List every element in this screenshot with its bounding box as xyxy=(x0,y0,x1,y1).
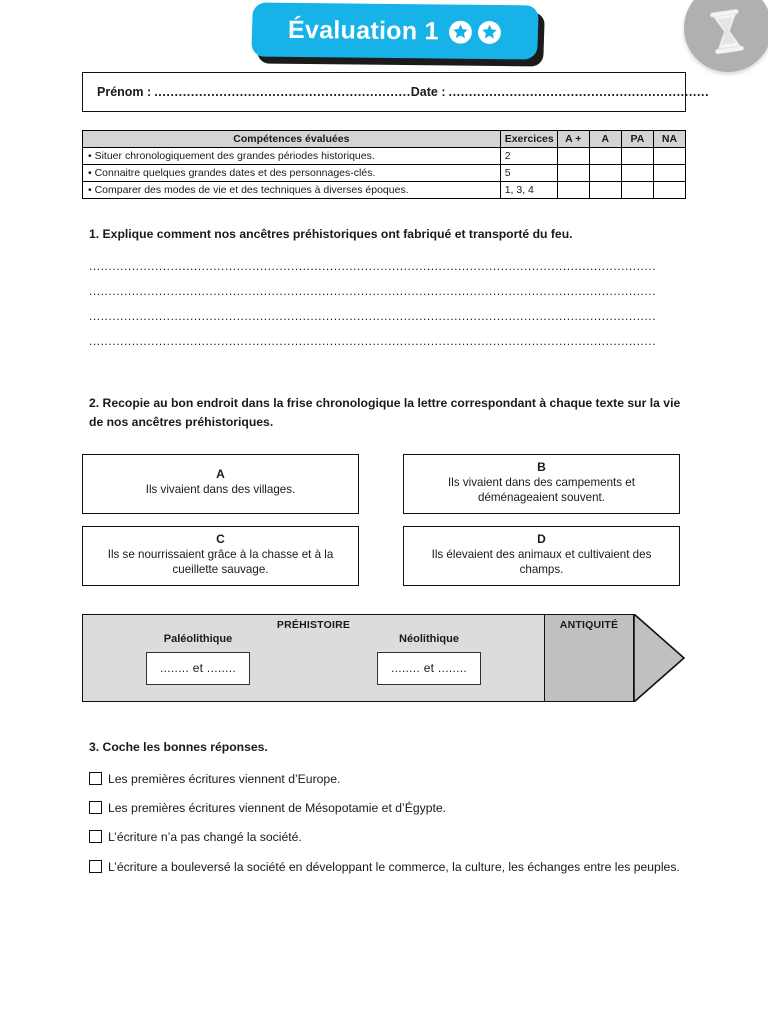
column-header-exercices: Exercices xyxy=(499,130,558,148)
answer-line[interactable]: ........................................… xyxy=(89,308,657,323)
question-3-prompt: 3. Coche les bonnes réponses. xyxy=(89,739,268,754)
exercices-value: 1, 3, 4 xyxy=(499,181,558,199)
checkbox-option[interactable]: L’écriture a bouleversé la société en dé… xyxy=(89,859,686,876)
star-in-circle-icon xyxy=(448,20,472,44)
exercices-value: 5 xyxy=(499,164,558,182)
question-2-prompt: 2. Recopie au bon endroit dans la frise … xyxy=(89,395,681,429)
timeline-arrow-head xyxy=(634,613,686,702)
column-header-a-plus: A + xyxy=(556,130,590,148)
table-row: • Situer chronologiquement des grandes p… xyxy=(82,147,687,165)
question-1-prompt: 1. Explique comment nos ancêtres préhist… xyxy=(89,227,573,241)
column-header-a: A xyxy=(588,130,622,148)
date-input-line[interactable]: ........................................… xyxy=(448,85,710,99)
date-field[interactable]: Date : .................................… xyxy=(411,85,709,99)
checkbox-icon[interactable] xyxy=(89,800,102,814)
mark-cell-a[interactable] xyxy=(588,181,622,199)
exercices-value: 2 xyxy=(499,147,558,165)
statement-box-c[interactable]: C Ils se nourrissaient grâce à la chasse… xyxy=(82,525,359,586)
hourglass-icon xyxy=(710,9,744,55)
timeline-era-label-antiquite: ANTIQUITÉ xyxy=(559,618,619,631)
table-row: • Connaitre quelques grandes dates et de… xyxy=(82,164,687,182)
date-label: Date : xyxy=(410,85,446,99)
mark-cell-pa[interactable] xyxy=(620,181,654,199)
answer-line[interactable]: ........................................… xyxy=(89,333,657,348)
timeline-segment-prehistoire: PRÉHISTOIRE Paléolithique ........ et ..… xyxy=(82,613,545,702)
identity-box: Prénom : ...............................… xyxy=(82,72,709,112)
answer-line[interactable]: ........................................… xyxy=(89,283,657,298)
mark-cell-a-plus[interactable] xyxy=(556,164,590,182)
timeline-period-label: Néolithique xyxy=(399,632,459,645)
statement-letter: D xyxy=(537,531,546,546)
checkbox-icon[interactable] xyxy=(89,830,102,844)
worksheet-body: Prénom : ...............................… xyxy=(0,72,768,888)
mark-cell-a-plus[interactable] xyxy=(556,181,590,199)
table-header-row: Compétences évaluées Exercices A + A PA … xyxy=(82,130,687,148)
timeline-period-neolithique: Néolithique ........ et ........ xyxy=(354,633,504,685)
statement-letter: A xyxy=(216,467,225,482)
timeline-period-label: Paléolithique xyxy=(163,632,233,645)
mark-cell-a-plus[interactable] xyxy=(556,147,590,165)
prenom-field[interactable]: Prénom : ...............................… xyxy=(97,85,411,99)
skill-text: • Comparer des modes de vie et des techn… xyxy=(82,181,501,199)
mark-cell-a[interactable] xyxy=(588,164,622,182)
checkbox-icon[interactable] xyxy=(89,859,102,873)
star-in-circle-icon xyxy=(477,20,501,44)
prenom-label: Prénom : xyxy=(97,85,152,99)
checkbox-label: L’écriture a bouleversé la société en dé… xyxy=(108,859,680,874)
checkbox-icon[interactable] xyxy=(89,771,102,785)
statement-box-b[interactable]: B Ils vivaient dans des campements et dé… xyxy=(403,453,680,514)
mark-cell-pa[interactable] xyxy=(620,147,654,165)
statement-box-a[interactable]: A Ils vivaient dans des villages. xyxy=(82,453,359,514)
column-header-competences: Compétences évaluées xyxy=(82,130,501,148)
answer-line[interactable]: ........................................… xyxy=(89,258,657,273)
arrow-right-icon xyxy=(634,613,686,702)
skills-table: Compétences évaluées Exercices A + A PA … xyxy=(82,130,687,199)
timeline-era-label-prehistoire: PRÉHISTOIRE xyxy=(276,618,351,631)
statement-letter: B xyxy=(537,459,546,474)
timeline-answer-slot[interactable]: ........ et ........ xyxy=(146,651,250,685)
mark-cell-na[interactable] xyxy=(652,164,687,182)
statement-letter: C xyxy=(216,531,225,546)
mark-cell-na[interactable] xyxy=(652,181,687,199)
title-banner: Évaluation 1 xyxy=(251,2,545,67)
column-header-na: NA xyxy=(652,130,687,148)
star-rating xyxy=(448,19,502,45)
column-header-pa: PA xyxy=(620,130,654,148)
page-header: Évaluation 1 xyxy=(0,0,768,72)
statement-text: Ils élevaient des animaux et cultivaient… xyxy=(431,548,652,576)
skill-text: • Connaitre quelques grandes dates et de… xyxy=(82,164,501,182)
statement-text: Ils se nourrissaient grâce à la chasse e… xyxy=(107,548,334,576)
page-title: Évaluation 1 xyxy=(287,15,440,45)
timeline-answer-slot[interactable]: ........ et ........ xyxy=(377,651,481,685)
table-row: • Comparer des modes de vie et des techn… xyxy=(82,181,687,199)
timeline-segment-antiquite: ANTIQUITÉ xyxy=(545,613,634,702)
mark-cell-na[interactable] xyxy=(652,147,687,165)
question-3-options: Les premières écritures viennent d’Europ… xyxy=(89,771,686,876)
statement-text: Ils vivaient dans des campements et démé… xyxy=(448,476,635,504)
checkbox-label: Les premières écritures viennent d’Europ… xyxy=(108,771,341,786)
checkbox-option[interactable]: Les premières écritures viennent de Méso… xyxy=(89,800,686,817)
timeline-frise: PRÉHISTOIRE Paléolithique ........ et ..… xyxy=(82,613,686,702)
skill-text: • Situer chronologiquement des grandes p… xyxy=(82,147,501,165)
hourglass-badge xyxy=(684,0,768,72)
mark-cell-a[interactable] xyxy=(588,147,622,165)
statement-text: Ils vivaient dans des villages. xyxy=(145,483,296,497)
checkbox-option[interactable]: Les premières écritures viennent d’Europ… xyxy=(89,771,686,788)
checkbox-option[interactable]: L’écriture n’a pas changé la société. xyxy=(89,829,686,846)
statement-boxes: A Ils vivaient dans des villages. B Ils … xyxy=(82,453,686,586)
mark-cell-pa[interactable] xyxy=(620,164,654,182)
timeline-period-paleolithique: Paléolithique ........ et ........ xyxy=(123,633,273,685)
prenom-input-line[interactable]: ........................................… xyxy=(154,85,411,99)
checkbox-label: L’écriture n’a pas changé la société. xyxy=(108,830,302,845)
checkbox-label: Les premières écritures viennent de Méso… xyxy=(108,800,447,815)
statement-box-d[interactable]: D Ils élevaient des animaux et cultivaie… xyxy=(403,525,680,586)
question-1-answer-area[interactable]: ........................................… xyxy=(89,254,686,354)
